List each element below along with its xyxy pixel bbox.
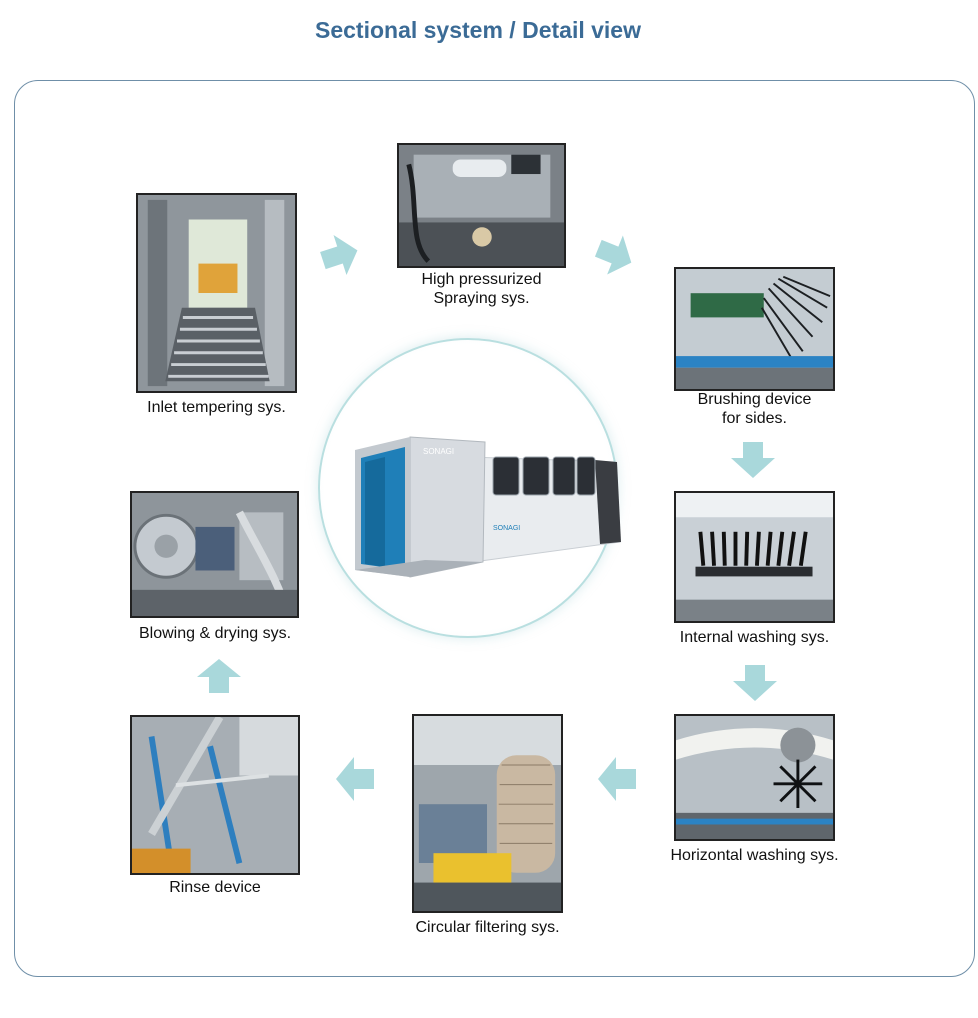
- spraying-photo: [397, 143, 566, 268]
- rinse-device-caption: Rinse device: [169, 879, 261, 896]
- inlet-tempering-caption: Inlet tempering sys.: [147, 399, 286, 416]
- arrow-left-5: [598, 757, 636, 801]
- arrow-up-7: [197, 659, 241, 693]
- arrow-right-up-1: [320, 232, 360, 278]
- arrow-left-6: [336, 757, 374, 801]
- blowing-drying-photo: [130, 491, 299, 618]
- blowing-drying-caption: Blowing & drying sys.: [138, 625, 292, 642]
- page-title: Sectional system / Detail view: [315, 17, 641, 43]
- washing-machine-image: SONAGI SONAGI: [355, 432, 627, 582]
- circular-filtering-caption: Circular filtering sys.: [415, 919, 560, 936]
- spraying-caption: High pressurized Spraying sys.: [421, 271, 542, 307]
- rinse-device-photo: [130, 715, 300, 875]
- arrow-down-4: [733, 665, 777, 701]
- diagram-frame: [14, 80, 975, 977]
- side-brush-photo: [674, 267, 835, 391]
- circular-filtering-photo: [412, 714, 563, 913]
- machine-brand-label: SONAGI: [423, 447, 454, 456]
- horizontal-washing-photo: [674, 714, 835, 841]
- inlet-tempering-photo: [136, 193, 297, 393]
- internal-washing-photo: [674, 491, 835, 623]
- horizontal-washing-caption: Horizontal washing sys.: [670, 847, 839, 864]
- internal-washing-caption: Internal washing sys.: [679, 629, 830, 646]
- arrow-down-3: [731, 442, 775, 478]
- side-brush-caption: Brushing device for sides.: [697, 391, 812, 427]
- arrow-right-down-2: [595, 232, 635, 278]
- machine-side-label: SONAGI: [493, 525, 520, 532]
